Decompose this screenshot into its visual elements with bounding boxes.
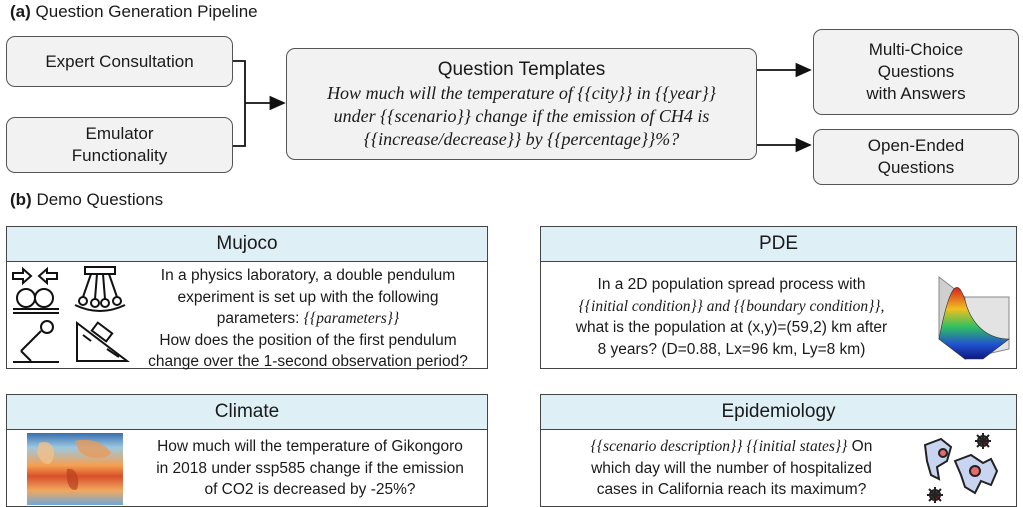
mujoco-question: In a physics laboratory, a double pendul… <box>148 267 468 370</box>
templates-title: Question Templates <box>437 58 606 80</box>
question-templates-box: Question Templates How much will the tem… <box>286 48 757 160</box>
climate-question: How much will the temperature of Gikongo… <box>156 438 464 498</box>
epidemiology-card: Epidemiology {{scenario description}} {{… <box>540 394 1017 507</box>
physics-icons <box>12 266 130 363</box>
open-ended-box: Open-Ended Questions <box>813 129 1019 185</box>
epidemiology-question: {{scenario description}} {{initial state… <box>590 438 873 498</box>
climate-card: Climate How much will the temperature of… <box>6 394 488 507</box>
section-b-title: (b) Demo Questions <box>10 190 164 209</box>
pde-surface-plot <box>938 275 1010 361</box>
virus-world-map-icon <box>923 433 999 503</box>
mujoco-card: Mujoco In a physics laboratory, a dou <box>6 226 488 370</box>
epidemiology-title: Epidemiology <box>541 395 1016 430</box>
multi-choice-box: Multi-Choice Questions with Answers <box>813 29 1019 115</box>
emulator-functionality-box: Emulator Functionality <box>6 117 233 173</box>
section-a-title: (a) Question Generation Pipeline <box>10 2 258 21</box>
climate-map <box>27 433 123 505</box>
climate-title: Climate <box>7 395 487 430</box>
pde-card: PDE In a 2D population spread process wi… <box>540 226 1017 369</box>
expert-consultation-box: Expert Consultation <box>6 36 233 87</box>
pde-title: PDE <box>541 227 1016 262</box>
pde-question: In a 2D population spread process with {… <box>575 276 888 358</box>
mujoco-title: Mujoco <box>7 227 487 262</box>
